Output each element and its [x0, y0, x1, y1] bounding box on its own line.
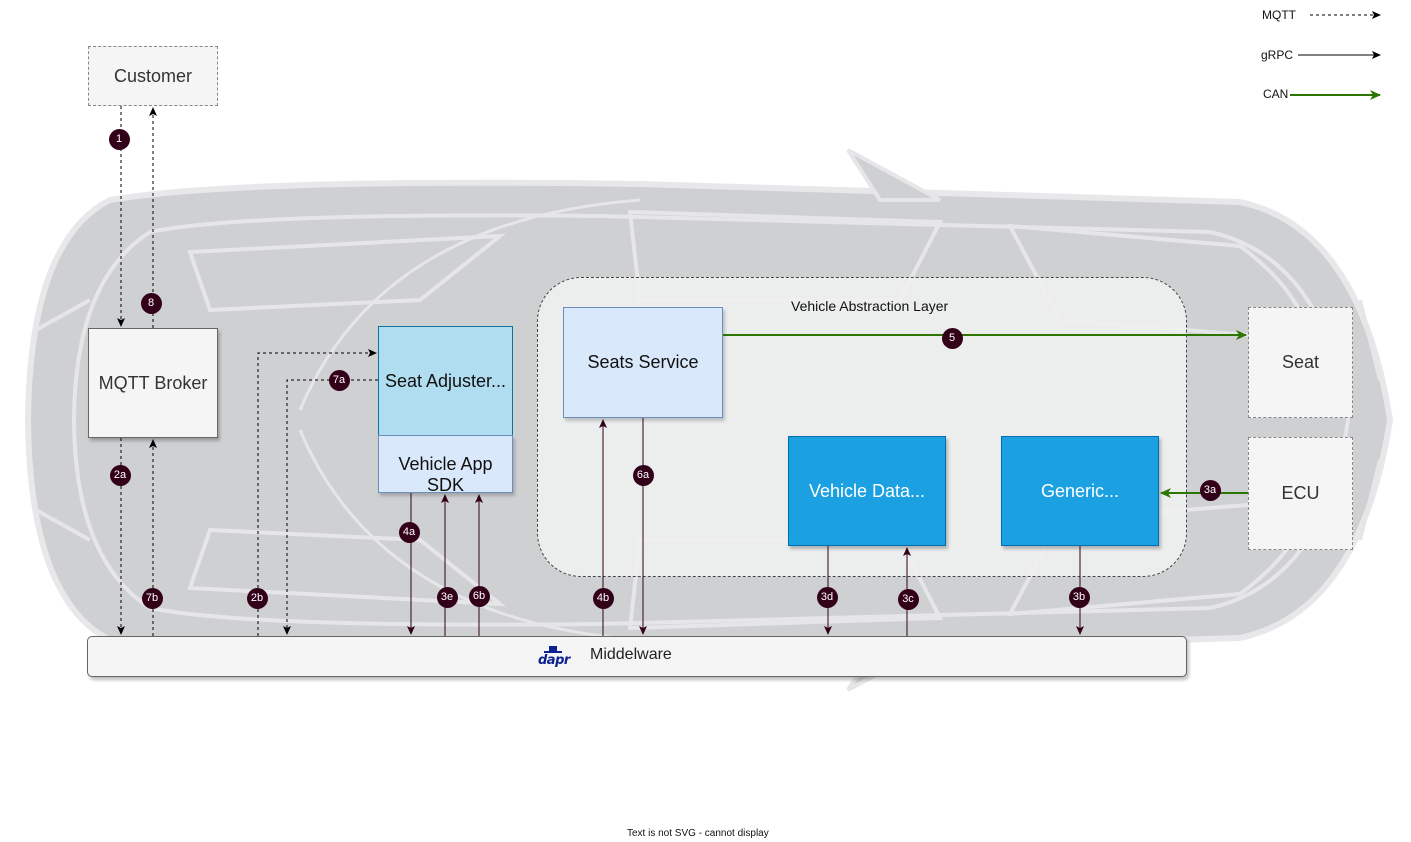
footer-note: Text is not SVG - cannot display [627, 828, 769, 839]
generic-box[interactable]: Generic... [1001, 436, 1159, 546]
legend-mqtt-label: MQTT [1262, 8, 1296, 22]
seat-box[interactable]: Seat [1248, 307, 1353, 418]
step-badge-8: 8 [140, 292, 162, 314]
legend-can-label: CAN [1263, 87, 1289, 101]
step-badge-2b: 2b [246, 587, 268, 609]
mqtt-broker-box[interactable]: MQTT Broker [88, 328, 218, 438]
customer-box[interactable]: Customer [88, 46, 218, 106]
step-badge-3e: 3e [436, 586, 458, 608]
ecu-box[interactable]: ECU [1248, 437, 1353, 550]
vehicle-data-box[interactable]: Vehicle Data... [788, 436, 946, 546]
step-badge-2a: 2a [109, 464, 131, 486]
step-badge-1: 1 [108, 128, 130, 150]
middleware-bar [87, 636, 1187, 677]
step-badge-7b: 7b [141, 587, 163, 609]
step-badge-6b: 6b [468, 585, 490, 607]
step-badge-3b: 3b [1068, 586, 1090, 608]
seat-adjuster-box[interactable]: Seat Adjuster... [378, 326, 513, 436]
dapr-logo-hat [549, 646, 557, 651]
vehicle-abstraction-layer-title: Vehicle Abstraction Layer [791, 298, 949, 314]
dapr-logo: dapr [538, 653, 570, 668]
dapr-logo-brim [544, 651, 562, 653]
step-badge-3d: 3d [816, 586, 838, 608]
step-badge-6a: 6a [632, 464, 654, 486]
step-badge-5: 5 [941, 327, 963, 349]
step-badge-4a: 4a [398, 521, 420, 543]
step-badge-3a: 3a [1199, 479, 1221, 501]
legend-grpc-label: gRPC [1261, 48, 1294, 62]
step-badge-4b: 4b [592, 587, 614, 609]
seats-service-box[interactable]: Seats Service [563, 307, 723, 418]
step-badge-3c: 3c [897, 588, 919, 610]
middleware-label: Middelware [590, 646, 672, 663]
step-badge-7a: 7a [328, 369, 350, 391]
vehicle-app-sdk-box[interactable]: Vehicle App SDK [378, 435, 513, 495]
